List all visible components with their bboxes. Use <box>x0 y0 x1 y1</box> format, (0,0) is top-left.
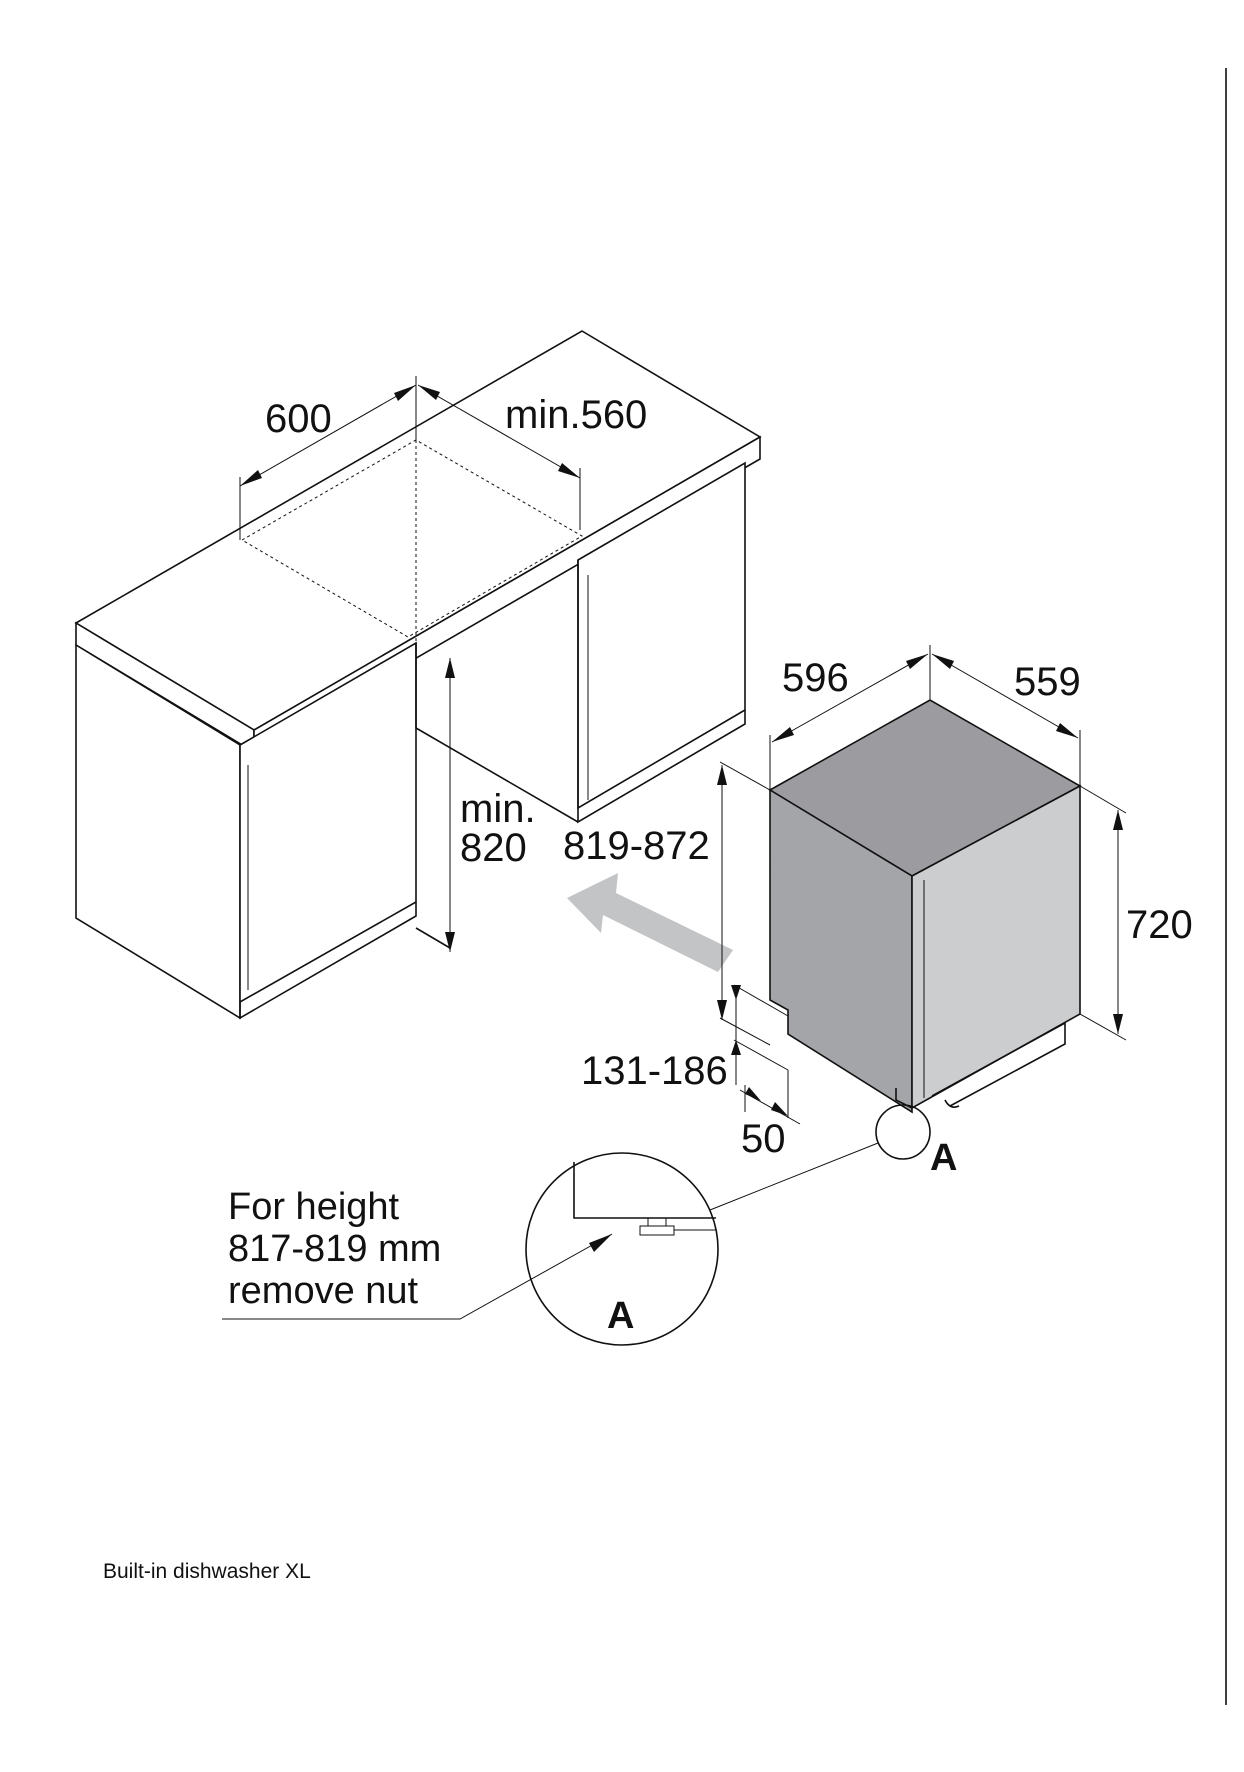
right-cabinet-plinth <box>577 710 746 824</box>
detail-a-view <box>222 1152 719 1346</box>
insert-direction-arrow <box>567 873 733 972</box>
label-detail-circle: A <box>607 1295 634 1337</box>
left-cabinet-plinth <box>239 902 417 1020</box>
dim-line-596 <box>771 653 929 743</box>
niche-outline <box>241 439 583 638</box>
label-niche-height-bottom: 820 <box>460 826 527 870</box>
label-appliance-width: 596 <box>782 656 849 700</box>
figure-caption: Built-in dishwasher XL <box>103 1560 311 1583</box>
appliance-dimensions <box>717 645 1127 1125</box>
label-niche-depth: min.560 <box>505 393 647 437</box>
niche-floor-front <box>415 927 451 949</box>
label-detail-marker: A <box>930 1137 957 1179</box>
note-line-1: For height <box>228 1186 400 1228</box>
dim-line-600 <box>239 384 417 487</box>
adjuster-nut <box>639 1225 675 1236</box>
note-line-3: remove nut <box>228 1270 419 1312</box>
dishwasher <box>768 699 1082 1114</box>
detail-marker-circle <box>875 1104 931 1160</box>
niche-dimensions <box>239 376 581 952</box>
label-niche-width: 600 <box>265 397 332 441</box>
label-niche-height-top: min. <box>460 787 536 831</box>
label-plinth-range: 131-186 <box>581 1049 728 1093</box>
dim-line-559 <box>931 653 1079 739</box>
kitchen-cabinet <box>74 330 762 1020</box>
dim-line-560 <box>417 384 581 479</box>
label-appliance-height: 720 <box>1126 903 1193 947</box>
label-plinth-offset: 50 <box>741 1117 786 1161</box>
label-appliance-depth: 559 <box>1014 660 1081 704</box>
dishwasher-plinth <box>931 1021 1066 1107</box>
detail-a-circle <box>525 1152 719 1346</box>
detail-leader <box>709 1142 879 1211</box>
note-leader <box>222 1233 613 1320</box>
note-line-2: 817-819 mm <box>228 1228 441 1270</box>
niche-floor-line <box>415 643 579 823</box>
label-height-range: 819-872 <box>563 824 710 868</box>
detail-cabinet-edge <box>573 1162 716 1219</box>
